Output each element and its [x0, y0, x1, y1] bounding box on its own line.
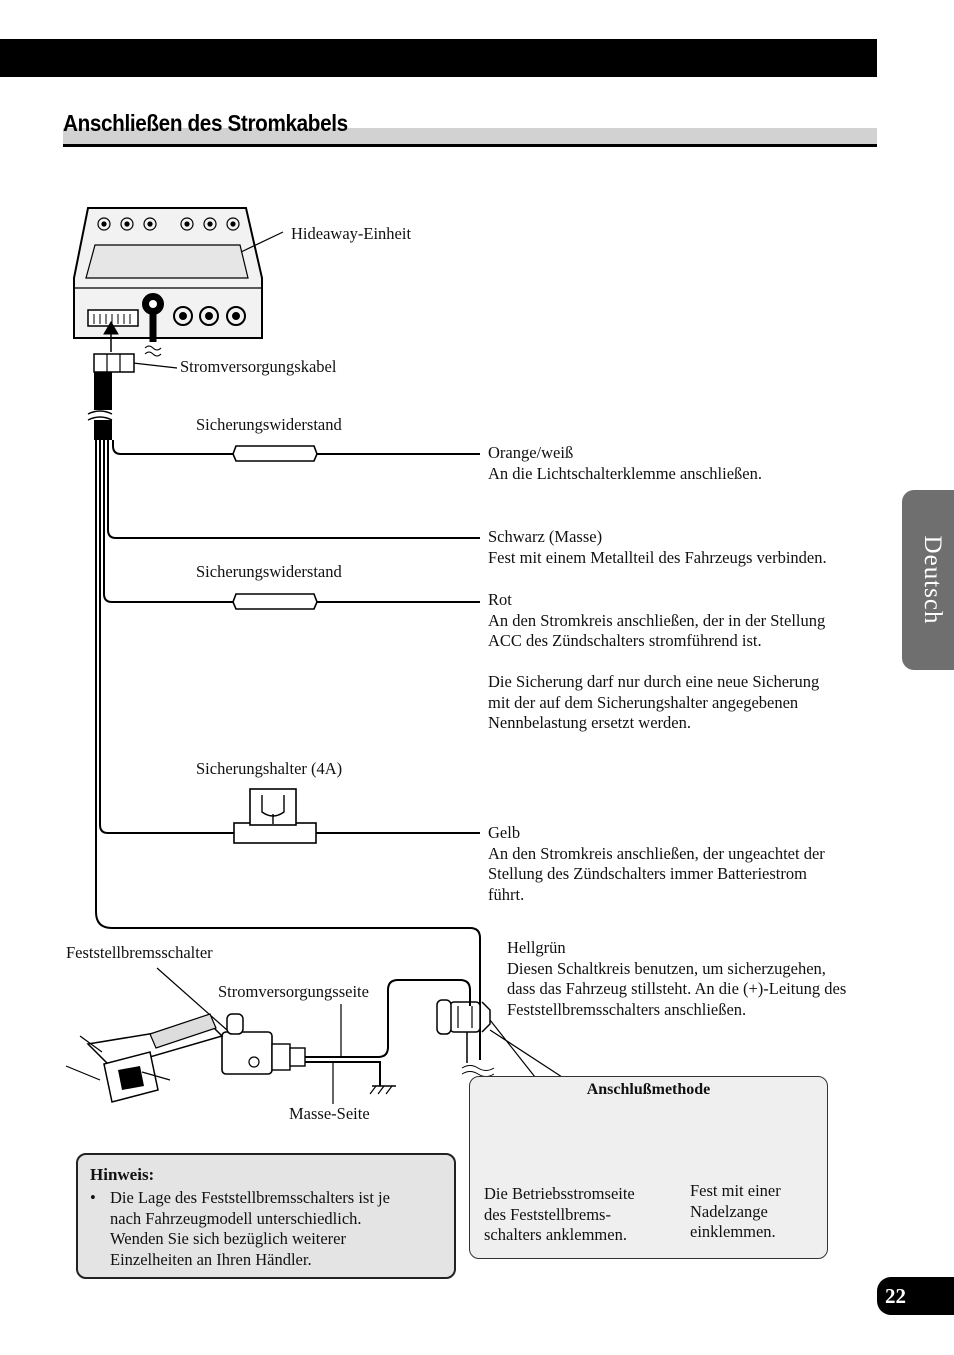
page-number: 22: [877, 1277, 954, 1315]
hint-line: Einzelheiten an Ihren Händler.: [110, 1249, 312, 1269]
wire-description: An die Lichtschalterklemme anschließen.: [488, 463, 762, 483]
wire-description: Stellung des Zündschalters immer Batteri…: [488, 864, 807, 883]
power-side-label: Stromversorgungsseite: [218, 982, 369, 1001]
connection-step-2: Fest mit einer Nadelzange einklemmen.: [690, 1181, 781, 1243]
connection-method-title: Anschlußmethode: [586, 1081, 711, 1098]
power-cable-label: Stromversorgungskabel: [180, 357, 337, 376]
connection-method-box: Anschlußmethode Die Betriebsstromseite d…: [469, 1076, 828, 1259]
top-black-bar: [0, 39, 877, 77]
brake-switch-label: Feststellbremsschalter: [66, 943, 213, 962]
wire-name: Rot: [488, 590, 512, 609]
step-line: Die Betriebsstromseite: [484, 1184, 635, 1203]
wire-description: dass das Fahrzeug stillsteht. An die (+)…: [507, 979, 847, 998]
wire-description: ACC des Zündschalters stromführend ist.: [488, 631, 762, 650]
hint-line: Die Lage des Feststellbremsschalters ist…: [110, 1188, 390, 1207]
wire-yellow: Gelb An den Stromkreis anschließen, der …: [488, 823, 825, 905]
fuse-note-line: mit der auf dem Sicherungshalter angegeb…: [488, 692, 799, 712]
wire-name: Orange/weiß: [488, 443, 574, 462]
hint-text: Die Lage des Feststellbremsschalters ist…: [110, 1188, 390, 1270]
hint-line: nach Fahrzeugmodell unterschiedlich.: [110, 1208, 362, 1228]
hideaway-unit-label: Hideaway-Einheit: [291, 224, 412, 243]
fuse-resistor-label-2: Sicherungswiderstand: [196, 562, 342, 581]
wire-red: Rot An den Stromkreis anschließen, der i…: [488, 590, 825, 652]
wire-orange-white: Orange/weiß An die Lichtschalterklemme a…: [488, 443, 762, 484]
hideaway-unit-drawing: [73, 207, 263, 357]
fuse-holder-label: Sicherungshalter (4A): [196, 759, 343, 778]
wire-light-green: Hellgrün Diesen Schaltkreis benutzen, um…: [507, 938, 846, 1020]
wire-description: An den Stromkreis anschließen, der ungea…: [488, 843, 825, 863]
heading-rule: [63, 144, 877, 147]
wire-description: An den Stromkreis anschließen, der in de…: [488, 610, 826, 630]
wire-description: Diesen Schaltkreis benutzen, um sicherzu…: [507, 958, 826, 978]
step-line: einklemmen.: [690, 1222, 776, 1241]
step-line: des Feststellbrems-: [484, 1204, 611, 1224]
fuse-note: Die Sicherung darf nur durch eine neue S…: [488, 672, 819, 734]
ground-side-label: Masse-Seite: [289, 1104, 370, 1123]
fuse-note-line: Die Sicherung darf nur durch eine neue S…: [488, 672, 820, 691]
hint-box: Hinweis: • Die Lage des Feststellbremssc…: [76, 1153, 456, 1279]
hint-line: Wenden Sie sich bezüglich weiterer: [110, 1229, 346, 1248]
page-title: Anschließen des Stromkabels: [63, 110, 348, 136]
wire-description: Feststellbremsschalters anschließen.: [507, 999, 747, 1019]
brake-switch-drawing: [65, 1013, 306, 1103]
fuse-resistor-label-1: Sicherungswiderstand: [196, 415, 342, 434]
heading-band: [63, 128, 877, 144]
connection-step-1: Die Betriebsstromseite des Feststellbrem…: [484, 1184, 635, 1246]
hint-title: Hinweis:: [90, 1165, 155, 1184]
wire-description: Fest mit einem Metallteil des Fahrzeugs …: [488, 547, 827, 567]
step-line: Fest mit einer: [690, 1181, 781, 1200]
wire-black: Schwarz (Masse) Fest mit einem Metalltei…: [488, 527, 827, 568]
step-line: schalters anklemmen.: [484, 1225, 627, 1244]
language-tab: Deutsch: [902, 490, 954, 670]
fuse-note-line: Nennbelastung ersetzt werden.: [488, 713, 691, 732]
step-line: Nadelzange: [690, 1201, 768, 1221]
wire-name: Schwarz (Masse): [488, 527, 603, 546]
hint-bullet: •: [90, 1188, 96, 1207]
wire-name: Gelb: [488, 823, 521, 842]
wire-description: führt.: [488, 884, 525, 904]
wire-name: Hellgrün: [507, 938, 566, 957]
